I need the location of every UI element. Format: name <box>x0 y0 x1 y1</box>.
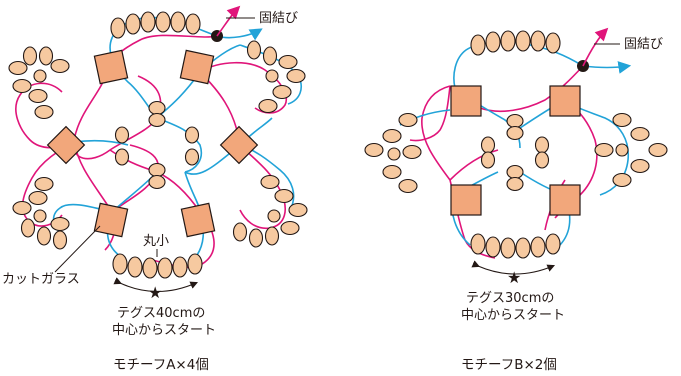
curved-double-arrow-icon <box>113 277 199 292</box>
motif-b-knot-label: 固結び <box>624 37 663 52</box>
motif-b-start-line2: 中心からスタート <box>461 308 565 323</box>
motif-b-left-beads <box>364 112 422 194</box>
curved-double-arrow-icon <box>471 260 556 275</box>
motif-a-caption: モチーフA×4個 <box>113 357 209 373</box>
motif-a-diagram: 固結び 丸小 カットガラス ★ テグス40cmの 中心からスタート モチーフA×… <box>2 5 308 373</box>
pink-exit-arrow <box>582 27 609 67</box>
motif-a-start-line2: 中心からスタート <box>112 323 216 338</box>
motif-b-top-beads <box>470 30 561 56</box>
motif-b-diagram: 固結び ★ テグス30cmの 中心からスタート モチーフB×2個 <box>364 27 668 373</box>
motif-a-cut-glass-label: カットガラス <box>2 272 80 287</box>
motif-b-inner-beads <box>480 113 550 192</box>
star-icon: ★ <box>148 283 162 302</box>
star-icon: ★ <box>507 268 521 287</box>
motif-a-knot-label: 固結び <box>259 11 298 26</box>
motif-a-right-beads <box>232 40 308 248</box>
motif-a-inner-beads <box>114 100 200 190</box>
pink-exit-arrow <box>216 5 241 37</box>
motif-b-bottom-beads <box>470 233 561 259</box>
motif-a-top-beads <box>110 11 201 39</box>
motif-a-start-line1: テグス40cmの <box>117 306 205 321</box>
motif-b-cut-glass <box>450 85 581 216</box>
cut-glass-leader-line <box>54 225 101 273</box>
motif-b-blue-thread <box>399 41 632 246</box>
motif-b-caption: モチーフB×2個 <box>461 357 557 373</box>
motif-a-bottom-beads <box>112 253 203 279</box>
motif-b-right-beads <box>594 112 668 188</box>
motif-a-small-round-label: 丸小 <box>143 234 169 249</box>
motif-b-start-line1: テグス30cmの <box>466 291 554 306</box>
motif-a-left-beads <box>8 46 70 250</box>
motif-a-cut-glass <box>46 49 259 238</box>
